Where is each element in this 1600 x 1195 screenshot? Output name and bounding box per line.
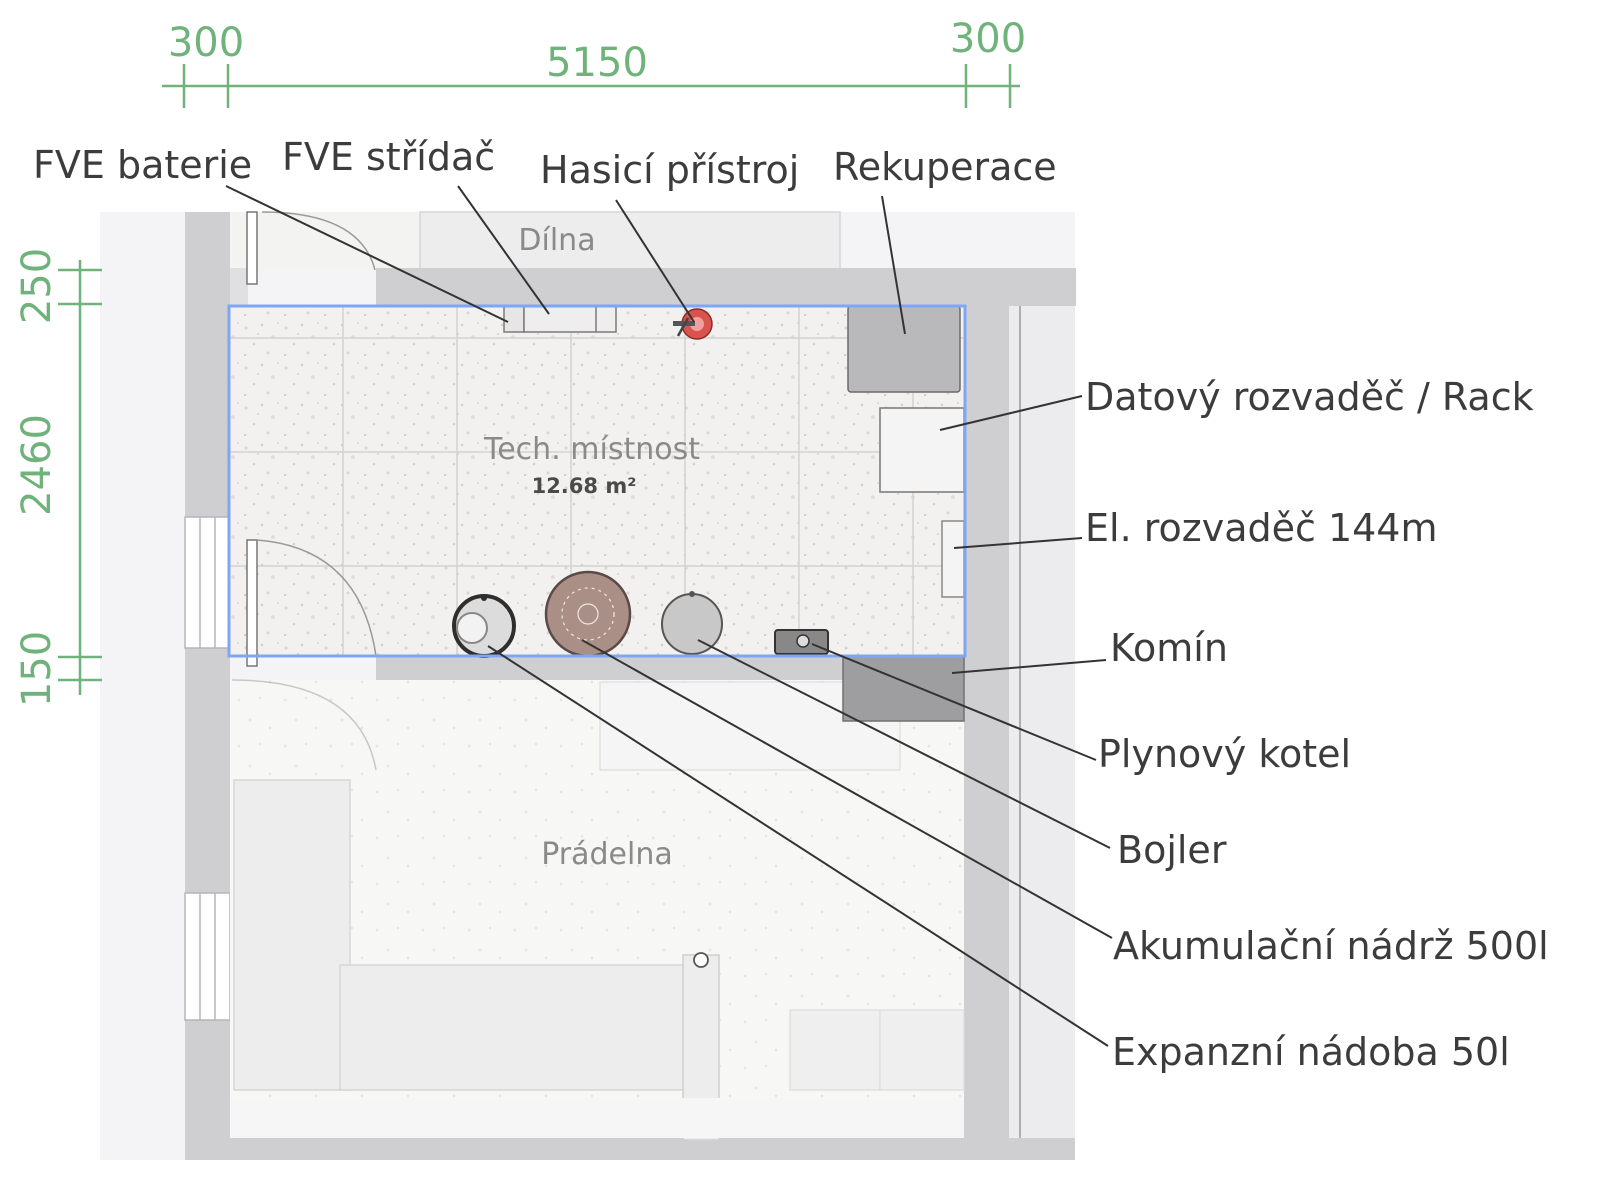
dimension-top-left: 300 bbox=[168, 20, 244, 66]
datovy-rozvadec-box bbox=[879, 407, 965, 493]
label-fve-baterie: FVE baterie bbox=[33, 143, 252, 187]
right-corridor bbox=[1009, 306, 1075, 1138]
plynovy-kotel-icon bbox=[774, 629, 829, 655]
dimension-top-middle: 5150 bbox=[546, 40, 648, 86]
dimension-left-middle: 2460 bbox=[14, 414, 60, 516]
pradelna-counter-bottom bbox=[339, 964, 691, 1091]
fve-stridac-box bbox=[523, 305, 617, 333]
wall-top bbox=[376, 268, 1076, 306]
leader-el-rozvadec bbox=[953, 537, 1083, 549]
bojler-boiler-icon bbox=[661, 591, 723, 655]
fve-baterie-box bbox=[503, 305, 525, 333]
room-area-tech: 12.68 m² bbox=[532, 474, 637, 498]
label-rekuperace: Rekuperace bbox=[833, 145, 1057, 189]
label-akumulacni-nadrz: Akumulační nádrž 500l bbox=[1113, 924, 1549, 968]
leader-fve-stridac bbox=[457, 185, 550, 315]
dimension-left-top: 250 bbox=[14, 248, 60, 324]
room-label-dilna: Dílna bbox=[518, 223, 595, 258]
label-bojler: Bojler bbox=[1117, 828, 1227, 872]
wall-left-lower bbox=[185, 1020, 230, 1140]
leader-expanzni-nadoba bbox=[487, 645, 1109, 1047]
room-label-tech: Tech. místnost bbox=[483, 432, 700, 467]
pradelna-machine-1 bbox=[789, 1009, 881, 1091]
room-label-pradelna: Prádelna bbox=[541, 837, 673, 872]
wall-top-left-stub bbox=[230, 268, 248, 306]
wall-left-middle bbox=[185, 648, 230, 893]
tech-door-leaf bbox=[246, 539, 258, 667]
wall-right bbox=[964, 268, 1009, 1138]
akumulacni-nadrz-tank-icon bbox=[544, 570, 632, 658]
dimension-left: 250 2460 150 bbox=[14, 248, 102, 707]
label-hasici-pristroj: Hasicí přístroj bbox=[540, 148, 799, 192]
label-fve-stridac: FVE střídač bbox=[282, 135, 495, 179]
tech-door-arc bbox=[256, 539, 377, 657]
leader-datovy-rozvadec bbox=[939, 395, 1083, 431]
expanzni-nadoba-tank-icon bbox=[452, 594, 516, 658]
dimension-top-right: 300 bbox=[950, 16, 1026, 62]
leader-akumulacni-nadrz bbox=[581, 639, 1113, 939]
label-expanzni-nadoba: Expanzní nádoba 50l bbox=[1112, 1030, 1510, 1074]
label-plynovy-kotel: Plynový kotel bbox=[1098, 732, 1351, 776]
leader-fve-baterie bbox=[225, 185, 509, 323]
label-komin: Komín bbox=[1110, 626, 1228, 670]
pradelna-machine-2 bbox=[879, 1009, 965, 1091]
pradelna-bottom-strip bbox=[230, 1098, 964, 1138]
leader-komin bbox=[951, 659, 1107, 674]
dilna-door-leaf bbox=[246, 211, 258, 285]
rekuperace-box bbox=[847, 305, 961, 393]
leader-hasici-pristroj bbox=[615, 199, 695, 323]
wall-left-upper bbox=[185, 212, 230, 517]
komin-box bbox=[842, 655, 965, 722]
tech-room-selection[interactable] bbox=[227, 304, 967, 658]
leader-bojler bbox=[697, 639, 1111, 849]
leader-lines bbox=[225, 185, 1113, 1047]
leader-plynovy-kotel bbox=[811, 643, 1097, 761]
window-left-1 bbox=[184, 516, 231, 649]
dimension-left-bottom: 150 bbox=[14, 631, 60, 707]
label-el-rozvadec: El. rozvaděč 144m bbox=[1085, 506, 1438, 550]
el-rozvadec-box bbox=[941, 520, 965, 598]
window-left-2 bbox=[184, 892, 231, 1021]
dimension-top: 300 5150 300 bbox=[162, 16, 1026, 108]
label-datovy-rozvadec: Datový rozvaděč / Rack bbox=[1085, 375, 1534, 419]
pradelna-counter-left bbox=[233, 779, 351, 1091]
pradelna-column-point bbox=[693, 952, 709, 968]
leader-rekuperace bbox=[881, 195, 906, 335]
pradelna-door-arc bbox=[231, 679, 377, 771]
wall-bottom bbox=[185, 1138, 1075, 1160]
